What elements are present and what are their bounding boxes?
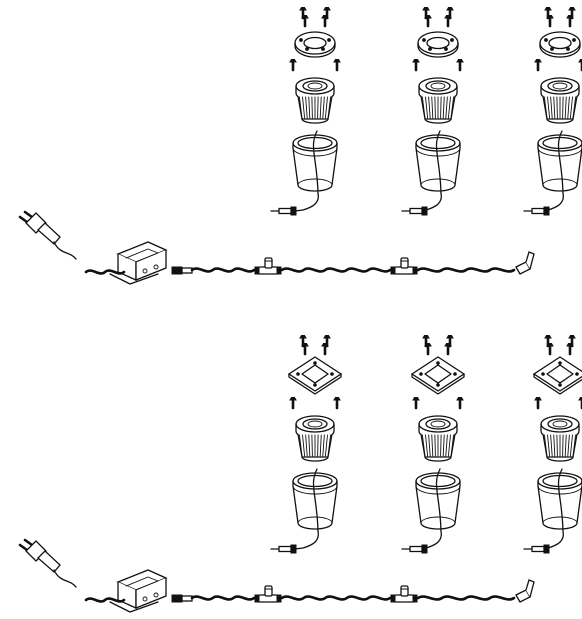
screw-icon — [578, 59, 582, 72]
plug-connector-icon — [523, 206, 550, 216]
cover-plate-round — [417, 31, 459, 58]
screw-icon — [333, 397, 341, 410]
screw-icon — [424, 15, 432, 28]
lamp-head-icon — [295, 77, 335, 124]
ground-sleeve-icon — [523, 130, 582, 216]
screw-icon — [301, 15, 309, 28]
cable-segment — [84, 597, 126, 603]
lamp-head-icon — [418, 77, 458, 124]
screw-icon — [534, 59, 542, 72]
configuration-square-cover-kit — [18, 335, 582, 613]
spotlight-assembly — [523, 335, 582, 554]
screw-icon — [566, 343, 574, 356]
spotlight-assembly — [270, 7, 341, 216]
spotlight-assembly — [523, 7, 582, 216]
plug-connector-icon — [523, 544, 550, 554]
cable-segment — [190, 267, 256, 273]
screw-icon — [301, 343, 309, 356]
cable-segment — [190, 595, 256, 601]
cover-plate-round — [294, 31, 336, 58]
t-connector-icon — [390, 585, 418, 603]
lead-cable — [425, 192, 442, 212]
cable-segment — [84, 269, 126, 275]
screw-icon — [444, 343, 452, 356]
lead-cable — [547, 192, 564, 212]
screw-icon — [424, 343, 432, 356]
screw-icon — [566, 15, 574, 28]
lead-cable — [294, 192, 319, 212]
cover-plate-round — [539, 31, 581, 58]
screw-icon — [333, 59, 341, 72]
t-connector-icon — [390, 257, 418, 275]
cable-segment — [280, 595, 392, 601]
screw-icon — [412, 397, 420, 410]
lead-cable — [294, 530, 319, 550]
lamp-head-icon — [540, 415, 580, 462]
lead-cable — [425, 530, 442, 550]
t-connector-icon — [254, 257, 282, 275]
ground-sleeve-icon — [523, 468, 582, 554]
power-plug-icon — [18, 210, 77, 260]
screw-icon — [534, 397, 542, 410]
spotlight-assembly — [270, 335, 343, 554]
t-connector-icon — [254, 585, 282, 603]
cable-segment — [416, 267, 516, 273]
lamp-head-icon — [540, 77, 580, 124]
main-cable-connector — [171, 594, 193, 603]
end-cap-icon — [515, 579, 535, 603]
ground-sleeve-icon — [401, 130, 461, 216]
transformer-icon — [109, 569, 168, 613]
cable-segment — [280, 267, 392, 273]
main-cable-connector — [171, 266, 193, 275]
cover-plate-square — [410, 356, 466, 395]
cable-segment — [416, 595, 516, 601]
screw-icon — [456, 59, 464, 72]
plug-connector-icon — [270, 544, 297, 554]
ground-sleeve-icon — [270, 130, 338, 216]
screw-icon — [412, 59, 420, 72]
cover-plate-square — [287, 356, 343, 395]
plug-connector-icon — [270, 206, 297, 216]
screw-icon — [546, 15, 554, 28]
plug-connector-icon — [401, 544, 428, 554]
transformer-icon — [109, 241, 168, 285]
spotlight-assembly — [401, 335, 466, 554]
lamp-head-icon — [295, 415, 335, 462]
lead-cable — [547, 530, 564, 550]
screw-icon — [289, 397, 297, 410]
screw-icon — [578, 397, 582, 410]
ground-sleeve-icon — [401, 468, 461, 554]
spotlight-assembly — [401, 7, 464, 216]
screw-icon — [444, 15, 452, 28]
screw-icon — [456, 397, 464, 410]
ground-sleeve-icon — [270, 468, 338, 554]
lamp-head-icon — [418, 415, 458, 462]
screw-icon — [289, 59, 297, 72]
configuration-round-cover-kit — [18, 7, 582, 285]
power-plug-icon — [18, 538, 77, 588]
end-cap-icon — [515, 251, 535, 275]
cover-plate-square — [532, 356, 582, 395]
plug-connector-icon — [401, 206, 428, 216]
screw-icon — [321, 343, 329, 356]
screw-icon — [321, 15, 329, 28]
screw-icon — [546, 343, 554, 356]
